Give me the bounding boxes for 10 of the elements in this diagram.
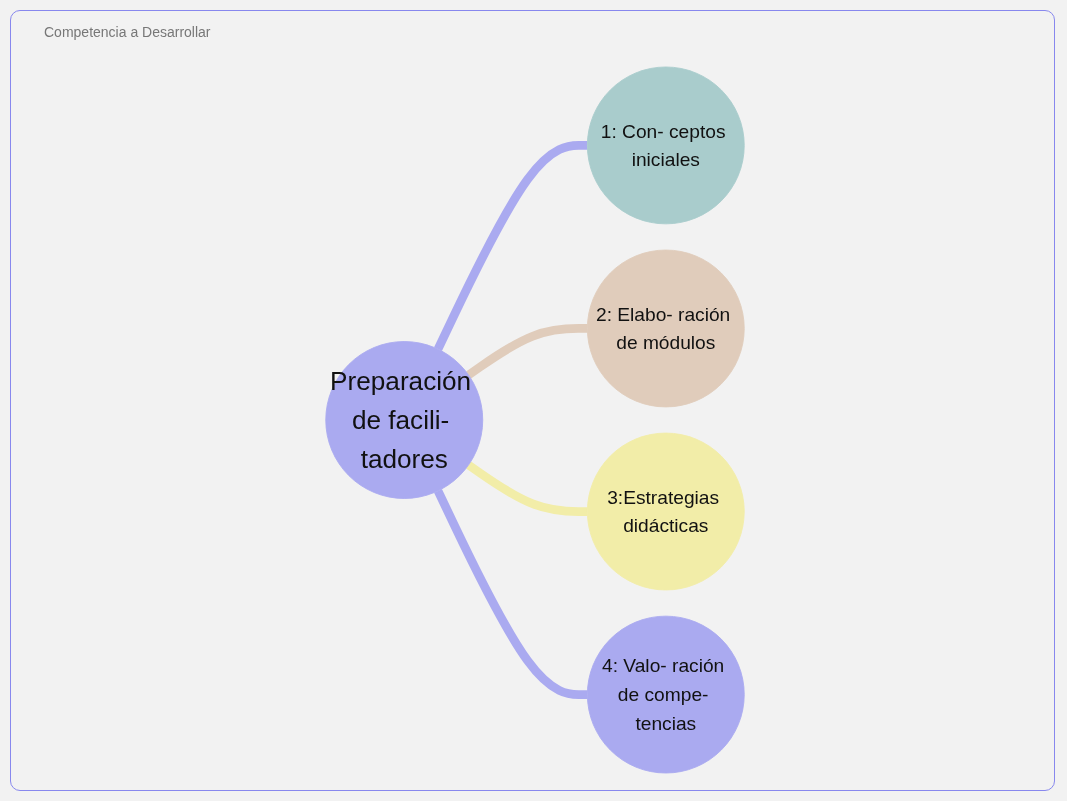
node-circle: 3:Estrategias didácticas [586,432,745,591]
connector [434,141,588,351]
node-circle: 1: Con- ceptos iniciales [586,66,745,225]
diagram-title: Competencia a Desarrollar [44,24,211,40]
connector [466,324,588,379]
node-circle: Preparación de facili- tadores [325,341,484,499]
node-circle: 4: Valo- ración de compe- tencias [586,615,745,774]
node-circle: 2: Elabo- ración de módulos [586,249,745,408]
connector [434,489,588,699]
connector [466,461,588,516]
